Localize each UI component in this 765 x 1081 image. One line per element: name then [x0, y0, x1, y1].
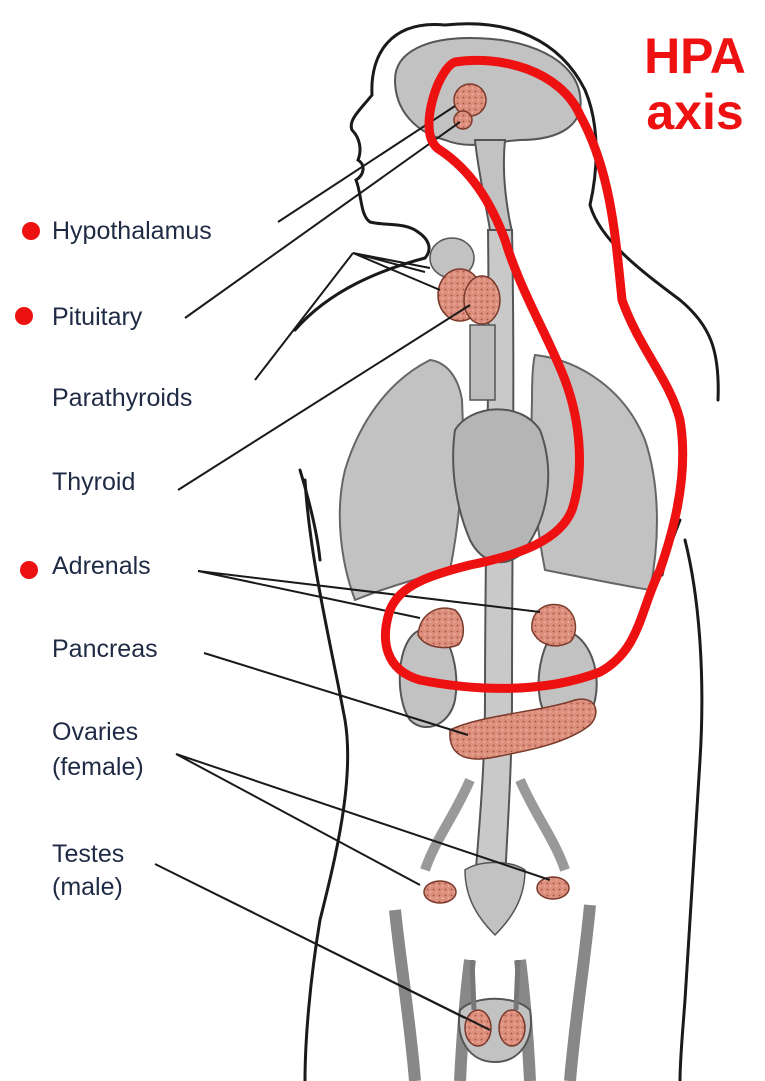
pancreas-gland — [450, 699, 596, 759]
leader-parathyroids — [255, 253, 440, 380]
label-testes-sex: (male) — [52, 872, 123, 902]
hpa-title-line1: HPA — [630, 28, 760, 84]
leader-pituitary — [185, 122, 460, 318]
trachea — [470, 325, 495, 400]
heart — [453, 409, 548, 562]
label-ovaries-sex: (female) — [52, 752, 144, 782]
label-parathyroids: Parathyroids — [52, 383, 192, 413]
right-adrenal-gland — [532, 605, 576, 646]
right-lung — [532, 355, 657, 590]
label-adrenals: Adrenals — [52, 551, 151, 581]
left-lung — [340, 360, 463, 600]
right-ovary — [537, 877, 569, 899]
hpa-title-line2: axis — [630, 84, 760, 140]
marker-pituitary — [15, 307, 33, 325]
label-thyroid: Thyroid — [52, 467, 135, 497]
label-ovaries: Ovaries — [52, 717, 138, 747]
marker-hypothalamus — [22, 222, 40, 240]
hpa-axis-title: HPA axis — [630, 28, 760, 140]
label-testes: Testes — [52, 839, 124, 869]
label-pancreas: Pancreas — [52, 634, 158, 664]
left-ovary — [424, 881, 456, 903]
marker-adrenals — [20, 561, 38, 579]
label-pituitary: Pituitary — [52, 302, 142, 332]
uterus — [465, 863, 525, 936]
label-hypothalamus: Hypothalamus — [52, 216, 212, 246]
brain — [395, 38, 581, 145]
left-adrenal-gland — [418, 608, 463, 647]
